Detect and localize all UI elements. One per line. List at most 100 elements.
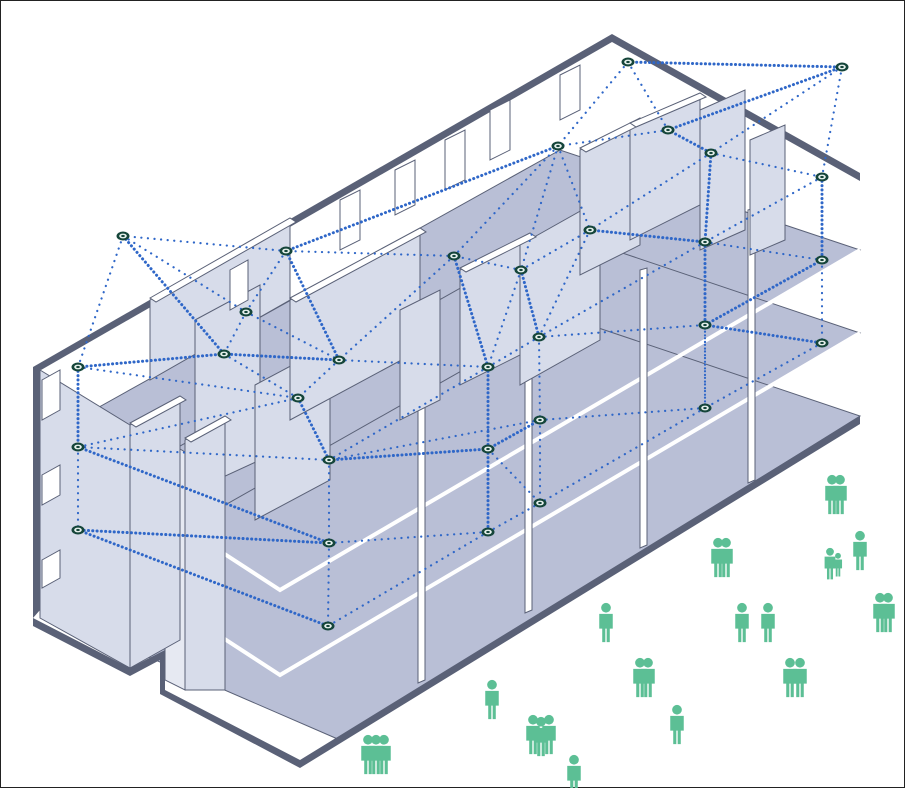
network-link [327,447,490,462]
person-icon [793,657,807,698]
network-link [284,249,341,362]
network-link [296,358,341,400]
network-link [703,175,824,244]
network-link [76,365,300,400]
network-link [121,234,248,314]
network-link [486,268,523,369]
network-link [666,65,844,132]
sensor-node-icon [698,320,712,330]
network-link [76,234,125,369]
network-link [222,352,300,400]
network-link [327,365,490,462]
sensor-node-icon [551,141,565,151]
person-icon [567,754,581,788]
network-link [703,341,824,410]
network-links [76,60,844,628]
network-link [537,228,592,339]
network-link [703,240,824,262]
network-link [121,234,288,253]
network-link [626,60,670,132]
network-link [556,128,670,148]
network-link [537,323,707,339]
sensor-node-icon [583,225,597,235]
sensor-node-icon [815,172,829,182]
network-link [519,268,541,339]
network-link [76,396,300,449]
sensor-node-icon [698,237,712,247]
network-link [327,418,542,462]
network-link [76,445,331,545]
sensor-node-icon [239,307,253,317]
network-link [486,447,542,505]
person-icon [824,547,836,580]
network-link [222,352,341,362]
sensor-node-icon [217,349,231,359]
sensor-node-icon [621,57,635,67]
sensor-node-icon [71,525,85,535]
network-link [588,151,713,232]
wall-caps [129,92,708,443]
network-link [337,358,490,369]
network-link [326,541,331,628]
sensor-node-icon [532,332,546,342]
network-link [666,128,713,155]
sensor-node-icon [815,255,829,265]
left-exterior-wall [33,367,40,618]
sensor-node-icon [279,246,293,256]
person-icon [761,602,775,643]
sensor-nodes [71,57,849,631]
sensor-node-icon [321,621,335,631]
person-icon [853,530,867,571]
sensor-node-icon [661,125,675,135]
person-icon [599,602,613,643]
network-link [709,65,844,155]
sensor-node-icon [71,442,85,452]
sensor-node-icon [481,527,495,537]
network-link [703,258,824,327]
sensor-node-icon [514,265,528,275]
network-link [538,406,707,422]
sensor-node-icon [447,251,461,261]
network-link [244,310,341,362]
sensor-node-icon [698,403,712,413]
network-link [537,335,542,422]
network-link [709,151,824,179]
network-link [76,352,226,369]
network-link [452,144,560,258]
network-link [626,60,844,69]
network-link [537,240,707,339]
network-link [76,528,331,545]
network-link [703,323,824,345]
person-icon [670,704,684,745]
network-link [121,234,226,356]
network-link [222,310,248,356]
network-link [519,228,592,272]
person-icon [833,552,843,577]
network-link [244,249,288,314]
network-link [76,528,330,628]
network-link [538,406,707,505]
sensor-node-icon [116,231,130,241]
room-walls [129,89,786,691]
sensor-node-icon [835,62,849,72]
building [33,34,862,768]
network-link [296,396,331,462]
sensor-node-icon [533,498,547,508]
sensor-node-icon [322,538,336,548]
network-link [76,445,331,462]
sensor-node-icon [704,148,718,158]
network-link [327,530,490,545]
network-link [486,418,542,451]
sensor-node-icon [71,362,85,372]
network-link [703,151,713,244]
person-icon [485,679,499,720]
person-icon [735,602,749,643]
network-link [326,530,490,628]
network-link [820,65,844,179]
sensor-node-icon [481,362,495,372]
windows [41,64,581,589]
sensor-node-icon [291,393,305,403]
sensor-node-icon [481,444,495,454]
network-link [284,144,560,253]
